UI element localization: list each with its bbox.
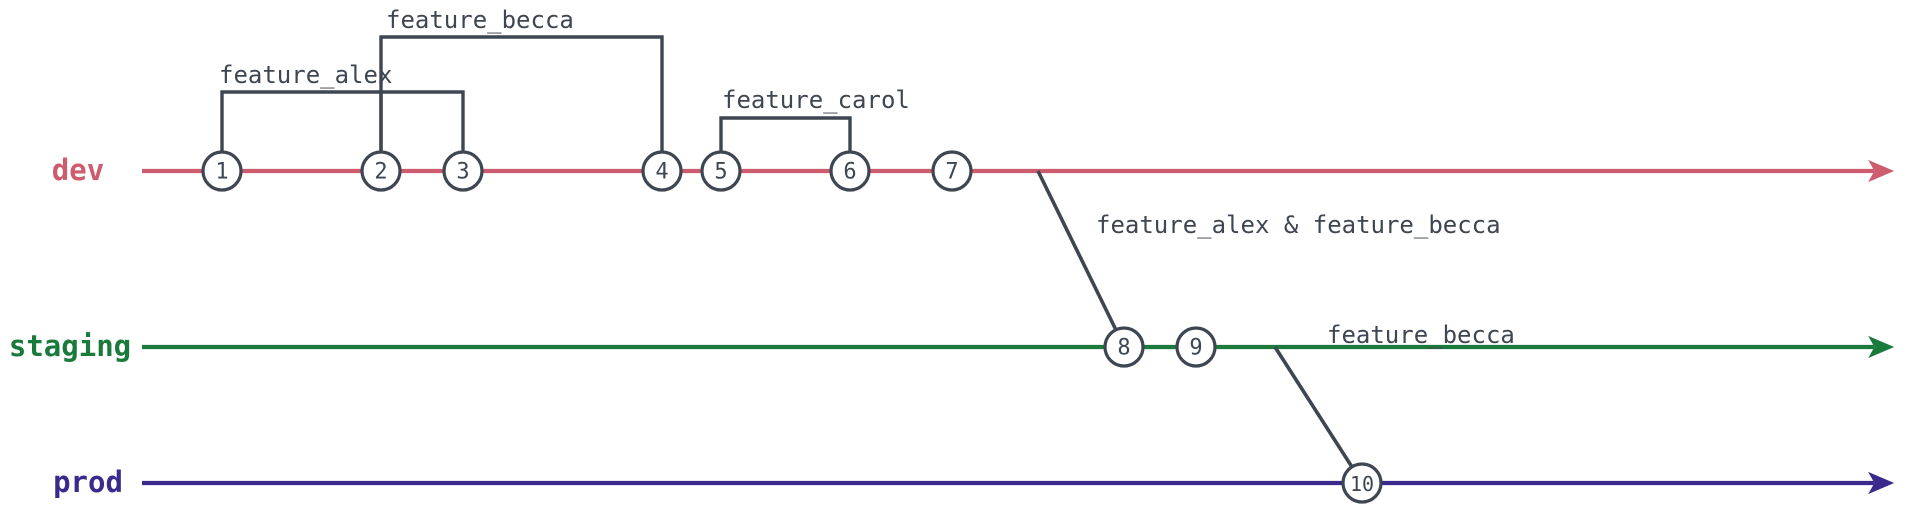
commit-circle-7 [931, 150, 973, 192]
commit-circle-8 [1103, 326, 1145, 368]
commit-label-9: 9 [1189, 336, 1202, 361]
merge-connectors: feature_alex & feature_becca feature_bec… [1036, 170, 1515, 468]
commit-node-7[interactable]: 7 [931, 150, 973, 192]
commit-circle-10 [1341, 462, 1383, 504]
merge-staging-to-prod[interactable]: feature_becca [1273, 321, 1515, 468]
branch-lane-staging[interactable]: staging [9, 329, 1895, 363]
commit-label-5: 5 [714, 160, 727, 185]
commit-node-1[interactable]: 1 [201, 150, 243, 192]
commit-circle-6 [829, 150, 871, 192]
feature-bracket-feature_carol[interactable]: feature_carol [719, 86, 910, 152]
branch-lanes: dev staging prod [9, 153, 1895, 499]
bracket-path-feature_becca [379, 35, 664, 152]
feature-brackets: feature_alex feature_becca feature_carol [219, 6, 910, 152]
commit-label-1: 1 [215, 160, 228, 185]
commit-node-8[interactable]: 8 [1103, 326, 1145, 368]
merge-label-dev-to-staging: feature_alex & feature_becca [1096, 211, 1501, 239]
commit-circle-4 [641, 150, 683, 192]
commit-label-8: 8 [1117, 336, 1130, 361]
commit-nodes: 1 2 3 4 5 6 7 [201, 150, 1383, 504]
feature-label-feature_carol: feature_carol [722, 86, 910, 114]
branch-label-staging: staging [9, 329, 131, 363]
branch-lane-dev[interactable]: dev [52, 153, 1895, 187]
commit-label-4: 4 [655, 160, 668, 185]
commit-circle-9 [1175, 326, 1217, 368]
commit-circle-3 [442, 150, 484, 192]
commit-node-10[interactable]: 10 [1341, 462, 1383, 504]
merge-line-staging-to-prod [1273, 346, 1354, 468]
feature-label-feature_alex: feature_alex [219, 61, 392, 89]
bracket-path-feature_alex [220, 90, 465, 152]
feature-bracket-feature_becca[interactable]: feature_becca [379, 6, 664, 152]
commit-label-2: 2 [374, 160, 387, 185]
branch-label-dev: dev [52, 153, 104, 187]
commit-node-9[interactable]: 9 [1175, 326, 1217, 368]
bracket-path-feature_carol [719, 116, 852, 152]
feature-label-feature_becca: feature_becca [386, 6, 574, 34]
commit-label-6: 6 [843, 160, 856, 185]
branch-label-prod: prod [53, 465, 123, 499]
commit-node-2[interactable]: 2 [360, 150, 402, 192]
feature-bracket-feature_alex[interactable]: feature_alex [219, 61, 465, 152]
commit-node-6[interactable]: 6 [829, 150, 871, 192]
merge-line-dev-to-staging [1036, 170, 1118, 331]
commit-label-7: 7 [945, 160, 958, 185]
commit-circle-2 [360, 150, 402, 192]
commit-circle-1 [201, 150, 243, 192]
commit-node-4[interactable]: 4 [641, 150, 683, 192]
commit-node-3[interactable]: 3 [442, 150, 484, 192]
merge-dev-to-staging[interactable]: feature_alex & feature_becca [1036, 170, 1501, 331]
commit-node-5[interactable]: 5 [700, 150, 742, 192]
branch-lane-prod[interactable]: prod [53, 465, 1895, 499]
commit-label-3: 3 [456, 160, 469, 185]
merge-label-staging-to-prod: feature_becca [1327, 321, 1515, 349]
commit-label-10: 10 [1350, 472, 1374, 496]
commit-circle-5 [700, 150, 742, 192]
